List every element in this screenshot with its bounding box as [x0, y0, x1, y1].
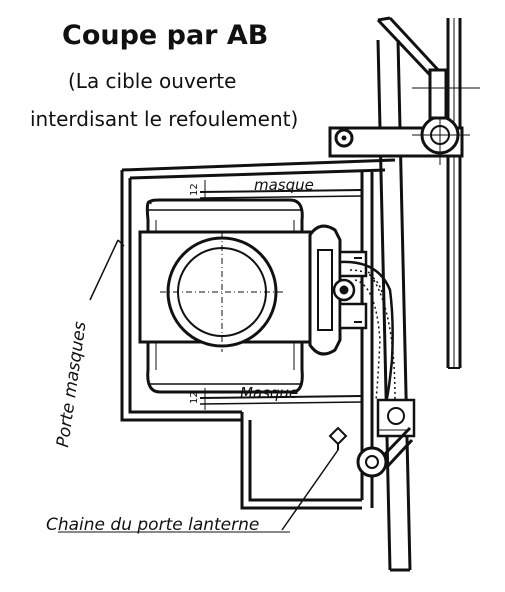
- mask-plates: [199, 180, 363, 410]
- stop-cam: [339, 260, 396, 411]
- subtitle-line-1: (La cible ouverte: [68, 69, 236, 93]
- vertical-pole: [446, 18, 462, 369]
- title: Coupe par AB: [62, 20, 268, 51]
- lower-housing: [240, 172, 374, 510]
- chain-anchor: [281, 426, 348, 531]
- mask-holder-frame: [120, 158, 396, 422]
- label-chaine: Chaine du porte lanterne: [46, 515, 259, 535]
- top-pivot-assembly: [328, 68, 480, 165]
- lower-pivot-assembly: [356, 398, 416, 478]
- label-masque-bottom: Masque: [240, 384, 298, 402]
- label-leaders: [58, 239, 290, 533]
- label-masque-top: masque: [254, 176, 314, 194]
- lens: [160, 232, 285, 352]
- label-porte-masques: Porte masques: [53, 320, 90, 449]
- dimension-top: 12: [189, 183, 200, 196]
- mounting-bracket: [308, 224, 368, 356]
- dimension-bottom: 12: [189, 391, 200, 404]
- subtitle-line-2: interdisant le refoulement): [30, 107, 298, 131]
